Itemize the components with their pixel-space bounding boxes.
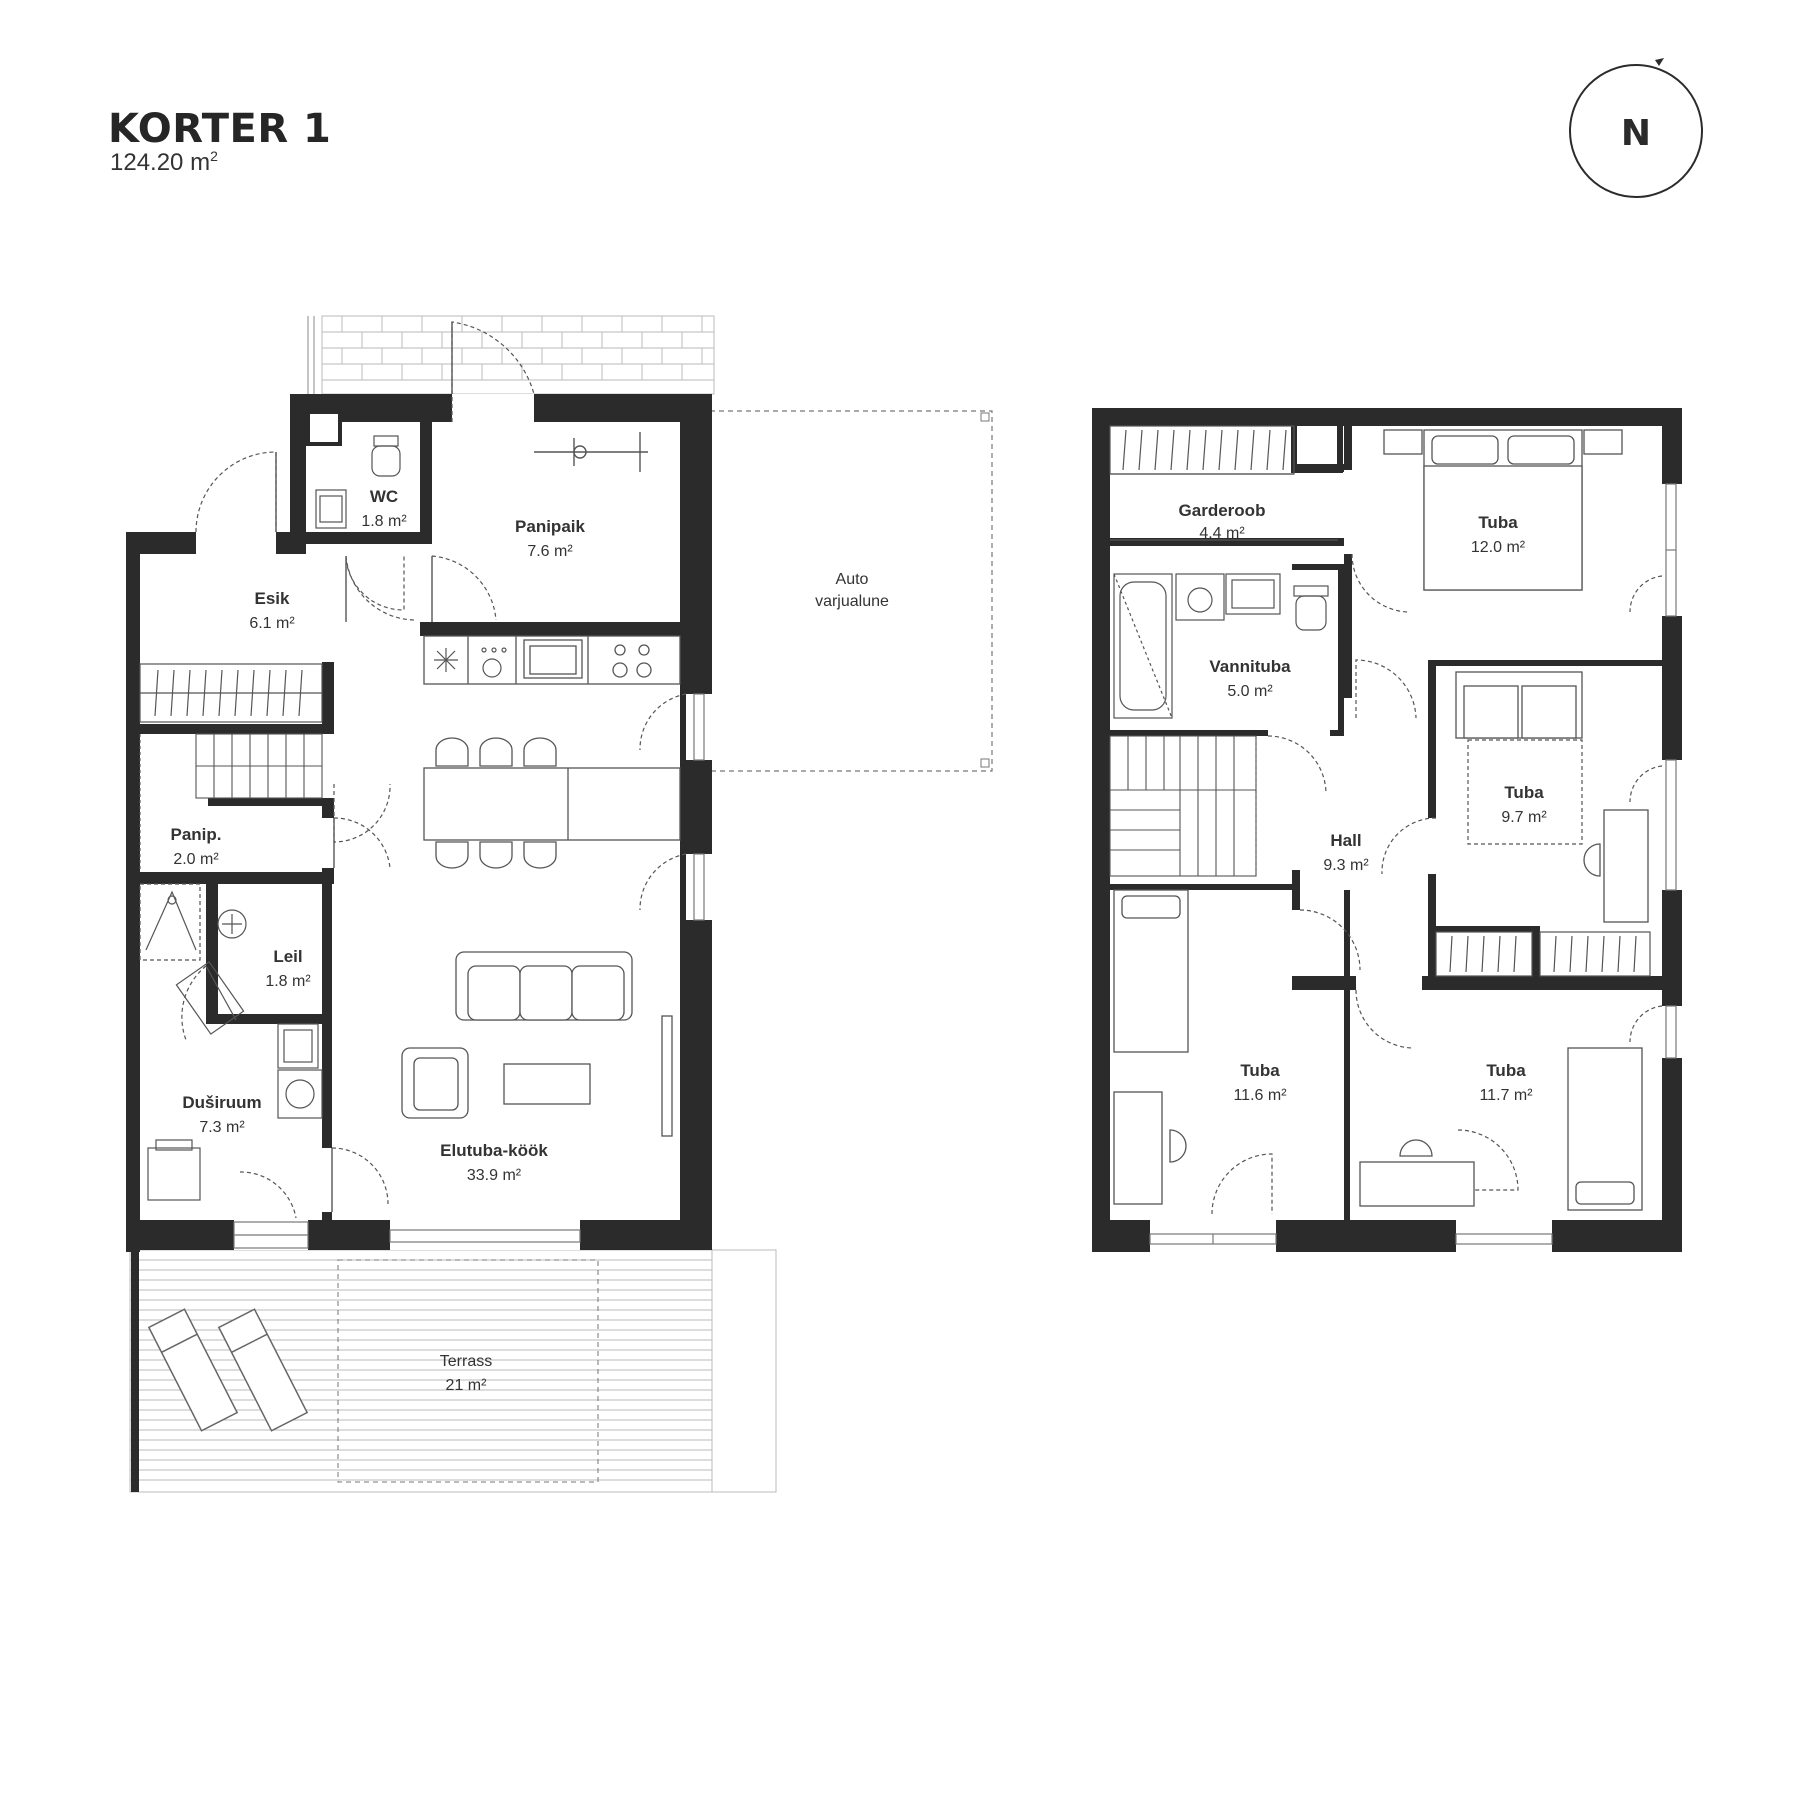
room-name-vannituba: Vannituba [1209, 657, 1291, 676]
bathtub-icon [1113, 573, 1173, 719]
room-name-dusiruum: Duširuum [182, 1093, 261, 1112]
shower-icon [139, 883, 201, 961]
ground-floor-plan [126, 315, 993, 1493]
coffee-table [503, 1063, 591, 1105]
toilet-icon [371, 435, 401, 477]
room-area-wc: 1.8 m² [361, 513, 407, 530]
dining-table [423, 737, 681, 869]
room-name-garderoob: Garderoob [1179, 501, 1266, 520]
room-area-panipaik: 7.6 m² [527, 543, 573, 560]
room-name-wc: WC [370, 487, 398, 506]
vannituba-sink-icon [1225, 573, 1281, 615]
shower-bench-icon [147, 1139, 201, 1201]
tuba116-bed-icon [1113, 889, 1189, 1053]
panip-door-swing [333, 783, 391, 843]
room-name-panip: Panip. [170, 825, 221, 844]
tuba97-desk-icon [1583, 809, 1649, 923]
room-area-panip: 2.0 m² [173, 851, 219, 868]
carport-label-line1: Auto [836, 571, 869, 588]
entrance-paving [307, 315, 715, 396]
freezer-icon [434, 648, 458, 672]
room-name-terrass: Terrass [440, 1353, 492, 1370]
bicycle-icon [534, 432, 648, 472]
upper-door-swings [1211, 553, 1663, 1215]
room-area-tuba-97: 9.7 m² [1501, 809, 1547, 826]
vannituba-toilet-icon [1293, 585, 1329, 631]
garderoob-wardrobe [1109, 425, 1338, 541]
room-area-tuba-12: 12.0 m² [1471, 539, 1526, 556]
sofa-icon [455, 951, 633, 1021]
room-name-leil: Leil [273, 947, 302, 966]
tuba117-bed-icon [1567, 1047, 1643, 1211]
double-bed-icon [1383, 429, 1623, 591]
total-area-unit-sup: 2 [210, 148, 218, 164]
compass-label: N [1621, 113, 1651, 154]
apartment-title: KORTER 1 [108, 106, 332, 152]
armchair-icon [401, 1047, 469, 1119]
room-name-tuba-12: Tuba [1478, 513, 1518, 532]
room-name-elutuba: Elutuba-köök [440, 1141, 548, 1160]
terrace-edge [131, 1250, 139, 1492]
total-area-value: 124.20 m [110, 149, 211, 176]
upper-window-frames [1149, 483, 1677, 1245]
room-area-hall: 9.3 m² [1323, 857, 1369, 874]
tuba97-rug [1467, 739, 1583, 845]
carport-outline [709, 410, 993, 772]
room-area-garderoob: 4.4 m² [1199, 525, 1245, 542]
wc-door-swing [345, 556, 405, 611]
room-area-terrass: 21 m² [446, 1377, 488, 1394]
room-name-panipaik: Panipaik [515, 517, 585, 536]
room-area-dusiruum: 7.3 m² [199, 1119, 245, 1136]
door-swings [195, 321, 687, 1219]
sun-lounger-icon [147, 1308, 309, 1432]
ground-room-labels: WC 1.8 m² Panipaik 7.6 m² Esik 6.1 m² Pa… [170, 487, 889, 1394]
terrace-deck [129, 1249, 777, 1493]
apartment-total-area: 124.20 m2 [110, 148, 218, 177]
room-area-esik: 6.1 m² [249, 615, 295, 632]
room-name-tuba-97: Tuba [1504, 783, 1544, 802]
dishwasher-icon [481, 647, 507, 678]
room-name-hall: Hall [1330, 831, 1361, 850]
carport-label-line2: varjualune [815, 593, 889, 610]
room-area-tuba-117: 11.7 m² [1479, 1087, 1533, 1104]
upper-stairs-icon [1109, 735, 1257, 877]
carport-post-icon [980, 412, 990, 422]
room-area-tuba-116: 11.6 m² [1233, 1087, 1287, 1104]
window-frames [233, 693, 705, 1249]
wc-sink-icon [315, 489, 347, 529]
terrace-canopy-outline [337, 1259, 599, 1483]
carport-post-icon [980, 758, 990, 768]
room-area-elutuba: 33.9 m² [467, 1167, 522, 1184]
vannituba-washer-icon [1175, 573, 1225, 621]
sauna-door-icon [175, 961, 245, 1041]
north-compass-icon: N [1569, 58, 1703, 198]
upper-floor-plan [1092, 408, 1682, 1252]
washing-machine-icon [277, 1069, 323, 1119]
room-area-vannituba: 5.0 m² [1227, 683, 1273, 700]
tuba116-desk-icon [1113, 1091, 1187, 1205]
room-name-esik: Esik [255, 589, 291, 608]
shower-sink-icon [277, 1023, 319, 1069]
room-name-tuba-116: Tuba [1240, 1061, 1280, 1080]
ground-floor-openings [196, 394, 712, 1250]
room-area-leil: 1.8 m² [265, 973, 311, 990]
stairs-icon [139, 733, 323, 872]
shaft-icon [310, 414, 338, 442]
kitchen-counter [423, 635, 681, 685]
sauna-stove-icon [217, 909, 247, 939]
tv-unit [661, 1015, 673, 1137]
upper-floor-openings [1150, 470, 1682, 1252]
room-name-tuba-117: Tuba [1486, 1061, 1526, 1080]
tuba97-sofa-icon [1455, 671, 1583, 739]
esik-wardrobe [139, 663, 323, 723]
upper-room-labels: Garderoob 4.4 m² Tuba 12.0 m² Vannituba … [1179, 501, 1548, 1104]
tuba97-wardrobe [1435, 931, 1651, 977]
tuba117-desk-icon [1359, 1139, 1475, 1207]
